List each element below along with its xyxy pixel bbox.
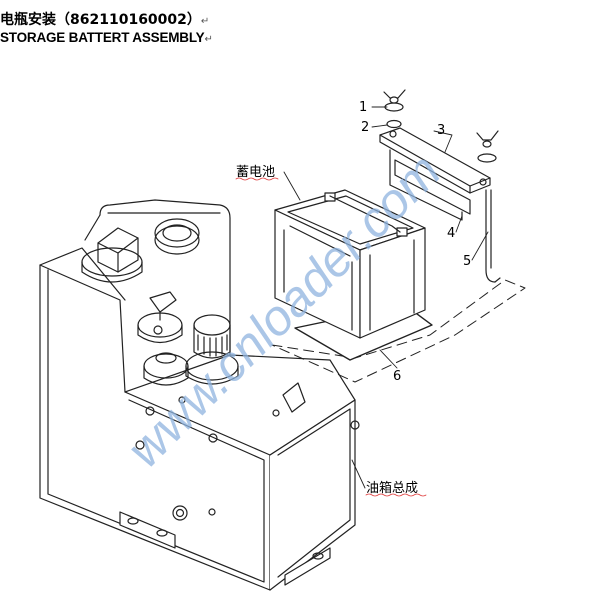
battery	[274, 189, 426, 339]
label-tank: 油箱总成	[366, 480, 418, 496]
title-english-text: STORAGE BATTERT ASSEMBLY	[0, 30, 205, 45]
leader-lines	[283, 106, 489, 489]
hold-down-assembly	[379, 89, 501, 283]
tank-assembly	[39, 199, 360, 591]
title-chinese: 电瓶安装（862110160002）↵	[0, 9, 209, 29]
callout-5: 5	[463, 254, 471, 269]
callout-3: 3	[437, 123, 445, 138]
label-battery-underline	[235, 177, 279, 181]
callout-2: 2	[361, 120, 369, 135]
title-english: STORAGE BATTERT ASSEMBLY↵	[0, 30, 213, 45]
callout-4: 4	[447, 226, 455, 241]
label-tank-underline	[365, 493, 427, 497]
label-battery: 蓄电池	[236, 165, 275, 180]
tray-outline-dashed	[271, 279, 526, 383]
title-chinese-text: 电瓶安装（862110160002）	[0, 12, 201, 28]
callout-6: 6	[393, 369, 401, 384]
paragraph-mark-icon: ↵	[200, 16, 210, 27]
paragraph-mark-icon: ↵	[204, 34, 213, 45]
callout-1: 1	[359, 100, 367, 115]
